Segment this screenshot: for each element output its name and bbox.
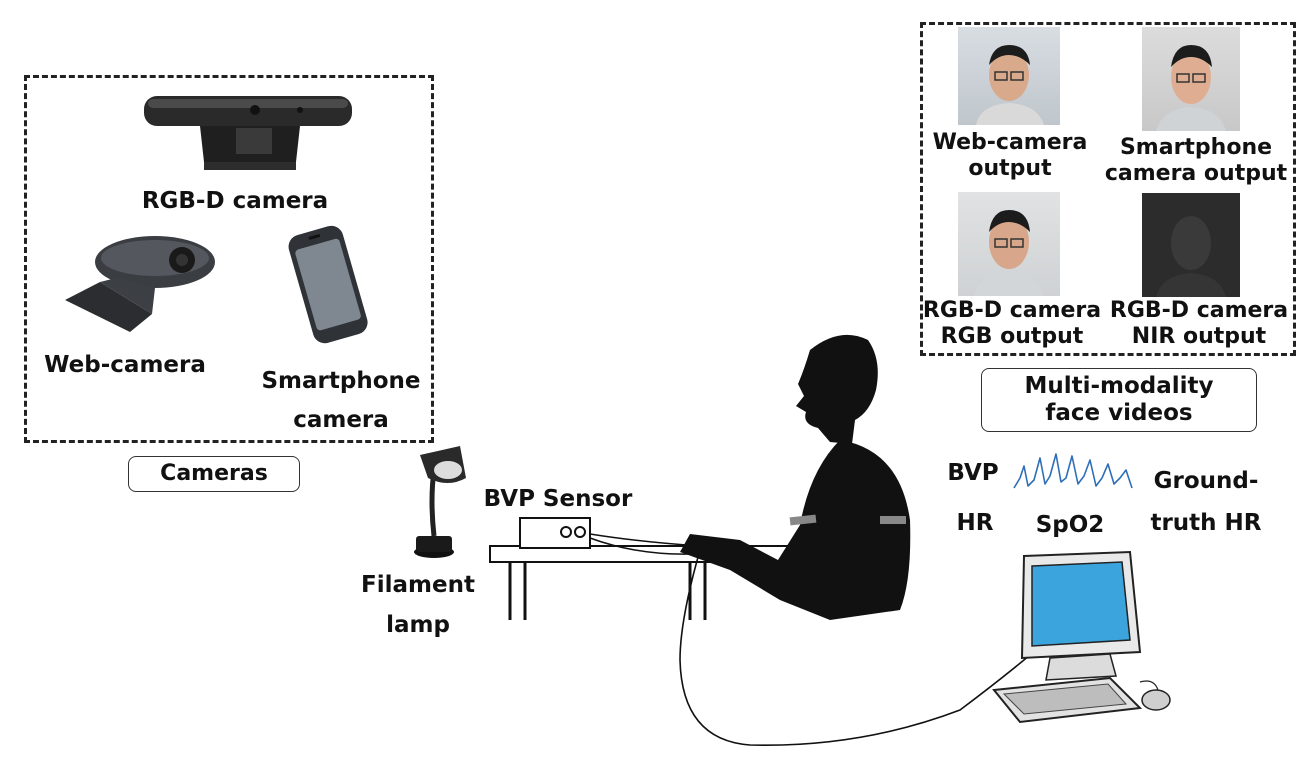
rgb-output-label-line1: RGB-D camera	[922, 298, 1102, 323]
smartphone-label-line2: camera	[293, 407, 389, 433]
rgbd-camera-icon	[144, 96, 352, 170]
outputs-group-label: Multi-modality face videos	[981, 368, 1257, 432]
lab-scene	[414, 334, 1031, 747]
rgb-output-thumbnail	[958, 192, 1060, 296]
computer-icon	[992, 550, 1171, 724]
bvp-signal-label: BVP	[947, 460, 999, 486]
cameras-panel	[24, 75, 434, 443]
smartphone-output-label-line1: Smartphone	[1119, 135, 1273, 160]
nir-output-label-line1: RGB-D camera	[1109, 298, 1289, 323]
webcam-output-thumbnail	[958, 27, 1060, 125]
outputs-group-label-line2: face videos	[1045, 400, 1193, 426]
spo2-signal-label: SpO2	[1035, 512, 1105, 538]
smartphone-label-line1: Smartphone	[261, 368, 421, 394]
sensor-cable	[679, 549, 1031, 747]
nir-output-label-line2: NIR output	[1131, 324, 1267, 349]
smartphone-output-thumbnail	[1142, 27, 1240, 131]
webcam-output-label-line1: Web-camera	[932, 130, 1088, 155]
smartphone-output-label-line2: camera output	[1104, 161, 1288, 186]
ground-truth-label-line1: Ground-	[1153, 468, 1259, 494]
filament-lamp-label-line1: Filament	[361, 572, 475, 598]
filament-lamp-icon	[414, 446, 466, 558]
subject-silhouette	[680, 334, 911, 620]
rgbd-camera-label: RGB-D camera	[141, 188, 329, 214]
outputs-group-label-line1: Multi-modality	[1024, 373, 1214, 399]
webcam-output-label-line2: output	[968, 156, 1052, 181]
ground-truth-label-line2: truth HR	[1150, 510, 1262, 536]
webcam-label: Web-camera	[44, 352, 206, 378]
rgb-output-label-line2: RGB output	[940, 324, 1084, 349]
outputs-panel	[920, 22, 1296, 356]
nir-output-thumbnail	[1142, 193, 1240, 297]
hr-signal-label: HR	[956, 510, 994, 536]
cameras-group-label: Cameras	[128, 456, 300, 492]
webcam-icon	[65, 236, 215, 332]
bvp-sensor-label: BVP Sensor	[483, 486, 633, 512]
bvp-waveform	[1013, 453, 1133, 489]
smartphone-icon	[288, 225, 368, 344]
filament-lamp-label-line2: lamp	[386, 612, 450, 638]
